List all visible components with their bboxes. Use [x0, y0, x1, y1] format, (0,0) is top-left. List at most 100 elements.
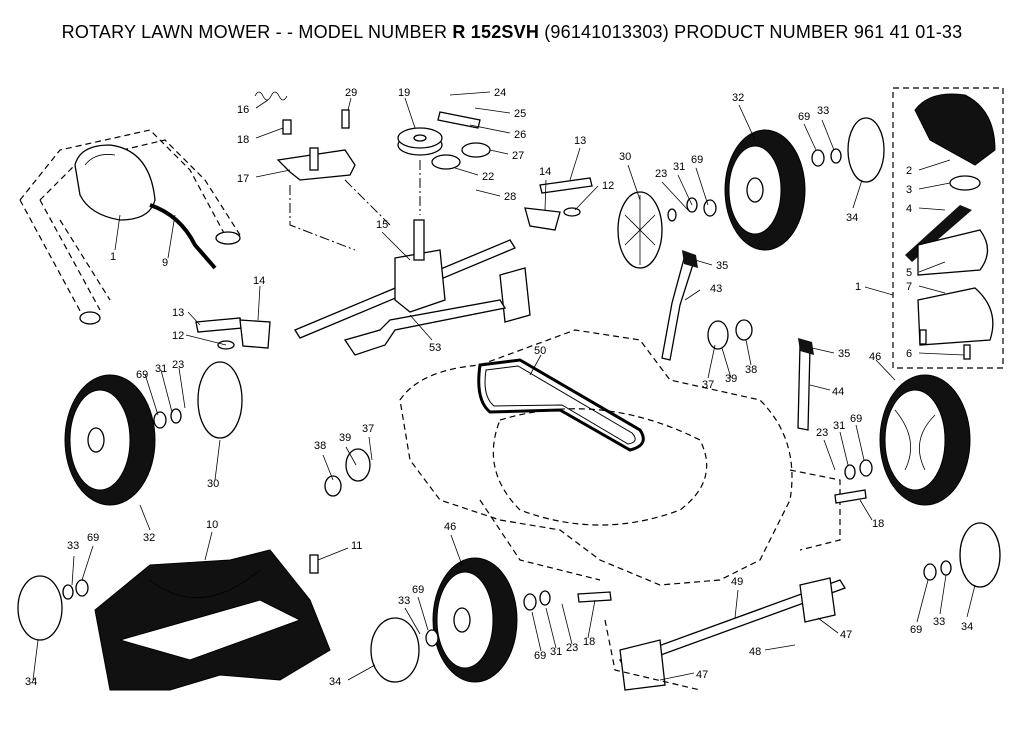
callout-34: 34 — [961, 621, 973, 633]
callout-7: 7 — [906, 281, 912, 293]
callout-29: 29 — [345, 87, 357, 99]
callout-30: 30 — [619, 151, 631, 163]
transmission-axle — [294, 219, 531, 356]
small-parts — [195, 177, 867, 603]
callout-39: 39 — [339, 432, 351, 444]
callout-10: 10 — [206, 519, 218, 531]
callout-31: 31 — [155, 363, 167, 375]
callout-19: 19 — [398, 87, 410, 99]
callout-14: 14 — [253, 275, 265, 287]
rear-axle — [604, 577, 846, 691]
title-suffix: (96141013303) PRODUCT NUMBER 961 41 01-3… — [544, 22, 963, 42]
adjuster-bracket — [254, 91, 391, 251]
callout-69: 69 — [136, 369, 148, 381]
callout-17: 17 — [237, 173, 249, 185]
wheel-front-right — [844, 374, 1001, 588]
height-levers — [345, 250, 814, 482]
callout-33: 33 — [933, 616, 945, 628]
callout-37: 37 — [702, 379, 714, 391]
callout-23: 23 — [566, 642, 578, 654]
leader-lines — [32, 91, 976, 681]
callout-33: 33 — [398, 595, 410, 607]
model-number: R 152SVH — [452, 22, 540, 42]
callout-13: 13 — [574, 135, 586, 147]
callout-23: 23 — [172, 359, 184, 371]
callout-47: 47 — [696, 669, 708, 681]
callout-38: 38 — [314, 440, 326, 452]
callout-30: 30 — [207, 478, 219, 490]
callout-47: 47 — [840, 629, 852, 641]
callout-32: 32 — [732, 92, 744, 104]
callout-46: 46 — [869, 351, 881, 363]
callout-69: 69 — [691, 154, 703, 166]
callout-69: 69 — [412, 584, 424, 596]
callout-31: 31 — [550, 646, 562, 658]
callout-43: 43 — [710, 283, 722, 295]
callout-15: 15 — [376, 219, 388, 231]
callout-18: 18 — [583, 636, 595, 648]
callout-32: 32 — [143, 532, 155, 544]
callout-38: 38 — [745, 364, 757, 376]
callout-35: 35 — [838, 348, 850, 360]
callout-28: 28 — [504, 191, 516, 203]
callout-12: 12 — [172, 330, 184, 342]
wheel-front-left — [64, 361, 243, 506]
handle-assembly — [19, 129, 241, 325]
callout-48: 48 — [749, 646, 761, 658]
callout-1: 1 — [110, 251, 116, 263]
callout-26: 26 — [514, 129, 526, 141]
callout-25: 25 — [514, 108, 526, 120]
title-prefix: ROTARY LAWN MOWER - - MODEL NUMBER — [61, 22, 448, 42]
drive-wheel-hub — [617, 191, 663, 269]
callout-labels: 1 9 16 18 17 29 19 24 25 26 27 22 28 13 … — [25, 87, 973, 688]
callout-69: 69 — [850, 413, 862, 425]
callout-13: 13 — [172, 307, 184, 319]
drive-belt — [477, 358, 645, 452]
callout-5: 5 — [906, 267, 912, 279]
callout-23: 23 — [816, 427, 828, 439]
callout-53: 53 — [429, 342, 441, 354]
callout-34: 34 — [329, 676, 341, 688]
callout-31: 31 — [673, 161, 685, 173]
callout-50: 50 — [534, 345, 546, 357]
wheel-rear-right — [724, 117, 885, 251]
callout-18: 18 — [237, 134, 249, 146]
callout-18: 18 — [872, 518, 884, 530]
callout-16: 16 — [237, 104, 249, 116]
callout-2: 2 — [906, 165, 912, 177]
callout-33: 33 — [817, 105, 829, 117]
callout-14: 14 — [539, 166, 551, 178]
callout-69: 69 — [87, 532, 99, 544]
callout-34: 34 — [846, 212, 858, 224]
callout-3: 3 — [906, 184, 912, 196]
callout-12: 12 — [602, 180, 614, 192]
callout-35: 35 — [716, 260, 728, 272]
callout-23: 23 — [655, 168, 667, 180]
callout-69: 69 — [534, 650, 546, 662]
callout-27: 27 — [512, 150, 524, 162]
callout-11: 11 — [351, 540, 362, 552]
hubcap-34 — [17, 575, 63, 641]
callout-24: 24 — [494, 87, 506, 99]
callout-34: 34 — [25, 676, 37, 688]
callout-69: 69 — [798, 111, 810, 123]
callout-69: 69 — [910, 624, 922, 636]
mower-deck — [399, 329, 841, 586]
callout-1: 1 — [855, 281, 861, 293]
callout-9: 9 — [162, 257, 168, 269]
rear-flap — [94, 549, 331, 691]
callout-37: 37 — [362, 423, 374, 435]
callout-46: 46 — [444, 521, 456, 533]
wheel-rear-left — [370, 557, 551, 683]
callout-49: 49 — [731, 576, 743, 588]
callout-4: 4 — [906, 203, 912, 215]
callout-44: 44 — [832, 386, 844, 398]
callout-39: 39 — [725, 373, 737, 385]
callout-31: 31 — [833, 420, 845, 432]
mulch-kit-inset — [892, 87, 1004, 369]
pulley-group — [397, 111, 491, 215]
diagram-title: ROTARY LAWN MOWER - - MODEL NUMBER R 152… — [0, 22, 1024, 43]
callout-6: 6 — [906, 348, 912, 360]
callout-22: 22 — [482, 171, 494, 183]
